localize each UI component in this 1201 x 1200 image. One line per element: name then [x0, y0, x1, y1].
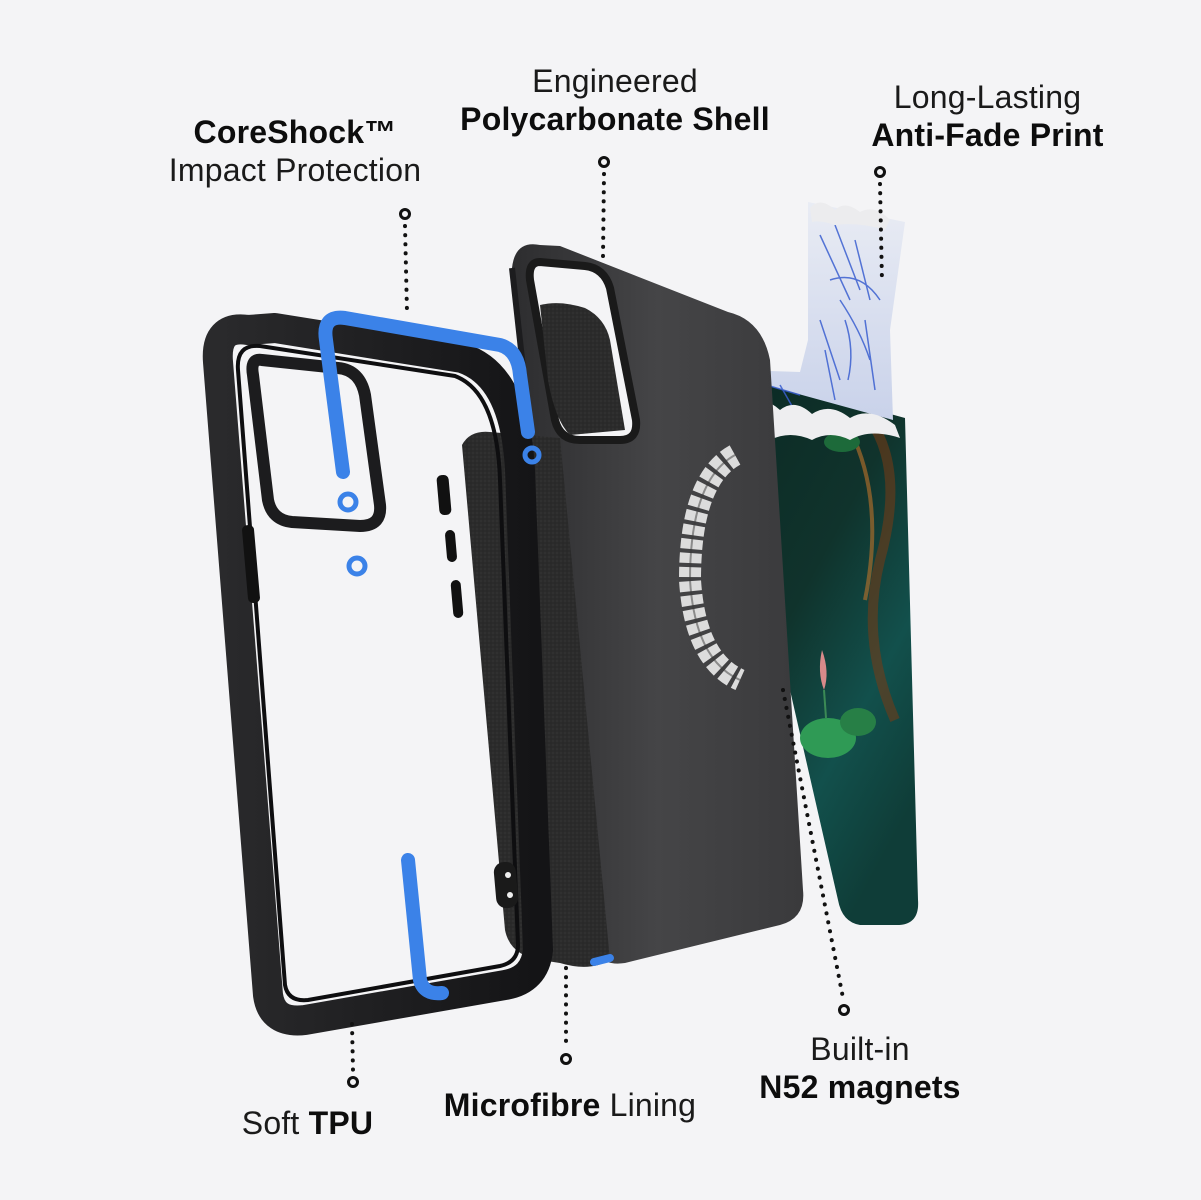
- shell-label: Engineered Polycarbonate Shell: [445, 62, 785, 138]
- print-title: Anti-Fade Print: [871, 117, 1104, 153]
- shell-title: Polycarbonate Shell: [460, 101, 770, 137]
- callout-lines: [347, 156, 886, 1088]
- tpu-frame: [202, 313, 553, 1036]
- microfibre-pin-icon: [560, 1053, 572, 1065]
- magnets-label: Built-in N52 magnets: [745, 1030, 975, 1106]
- microfibre-subtitle: Lining: [600, 1087, 697, 1123]
- magnet-ring: [678, 445, 745, 691]
- coreshock-subtitle: Impact Protection: [168, 152, 422, 188]
- print-subtitle: Long-Lasting: [893, 79, 1082, 115]
- coreshock-label: CoreShock™ Impact Protection: [140, 113, 450, 189]
- tpu-label: Soft TPU: [225, 1104, 390, 1142]
- magnets-title: N52 magnets: [759, 1069, 961, 1105]
- magnets-subtitle: Built-in: [810, 1031, 910, 1067]
- shell-subtitle: Engineered: [532, 63, 698, 99]
- tpu-pin-icon: [347, 1076, 359, 1088]
- microfibre-title: Microfibre: [443, 1087, 601, 1123]
- print-pin-icon: [874, 166, 886, 178]
- microfibre-label: Microfibre Lining: [430, 1086, 710, 1124]
- magnets-pin-icon: [838, 1004, 850, 1016]
- shell-pin-icon: [598, 156, 610, 168]
- coreshock-bumpers: [318, 310, 614, 1001]
- tpu-title: TPU: [308, 1105, 374, 1141]
- coreshock-pin-icon: [399, 208, 411, 220]
- tpu-subtitle: Soft: [241, 1105, 309, 1141]
- coreshock-title: CoreShock™: [193, 114, 397, 150]
- print-label: Long-Lasting Anti-Fade Print: [855, 78, 1120, 154]
- print-layer: [738, 202, 919, 926]
